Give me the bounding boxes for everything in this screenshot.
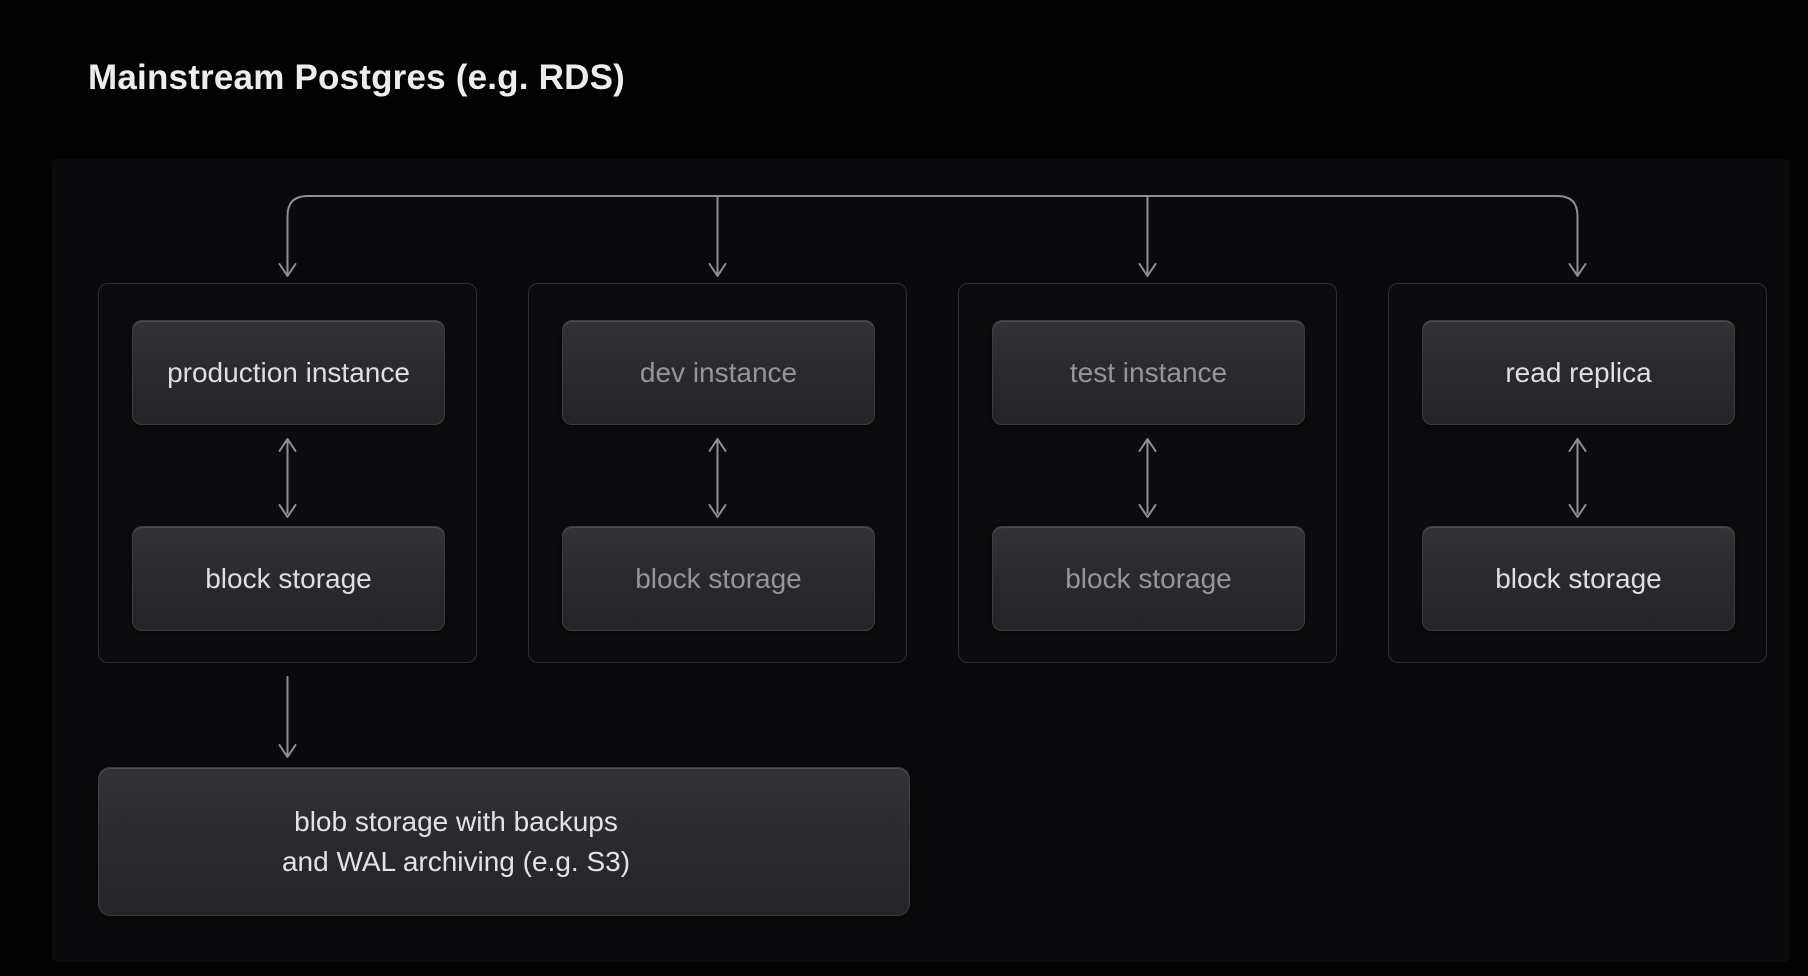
node-test-block-storage: block storage	[992, 526, 1305, 631]
group-dev: dev instance block storage	[528, 283, 907, 663]
node-label: read replica	[1505, 356, 1652, 388]
blob-storage-line1: blob storage with backups	[294, 805, 618, 837]
node-production-block-storage: block storage	[132, 526, 445, 631]
node-dev-block-storage: block storage	[562, 526, 875, 631]
node-blob-storage: blob storage with backups and WAL archiv…	[98, 767, 910, 916]
page-title: Mainstream Postgres (e.g. RDS)	[88, 58, 625, 97]
node-label: block storage	[205, 562, 372, 594]
node-read-replica-block-storage: block storage	[1422, 526, 1735, 631]
group-test: test instance block storage	[958, 283, 1337, 663]
node-test-instance: test instance	[992, 320, 1305, 425]
node-label: dev instance	[639, 356, 798, 388]
node-label: production instance	[167, 356, 410, 388]
node-label: block storage	[635, 562, 802, 594]
node-label: test instance	[1069, 356, 1228, 388]
node-dev-instance: dev instance	[562, 320, 875, 425]
group-read-replica: read replica block storage	[1388, 283, 1767, 663]
node-read-replica: read replica	[1422, 320, 1735, 425]
node-label: block storage	[1495, 562, 1662, 594]
node-label: block storage	[1065, 562, 1232, 594]
group-production: production instance block storage	[98, 283, 477, 663]
node-production-instance: production instance	[132, 320, 445, 425]
blob-storage-line2: and WAL archiving (e.g. S3)	[281, 845, 631, 877]
